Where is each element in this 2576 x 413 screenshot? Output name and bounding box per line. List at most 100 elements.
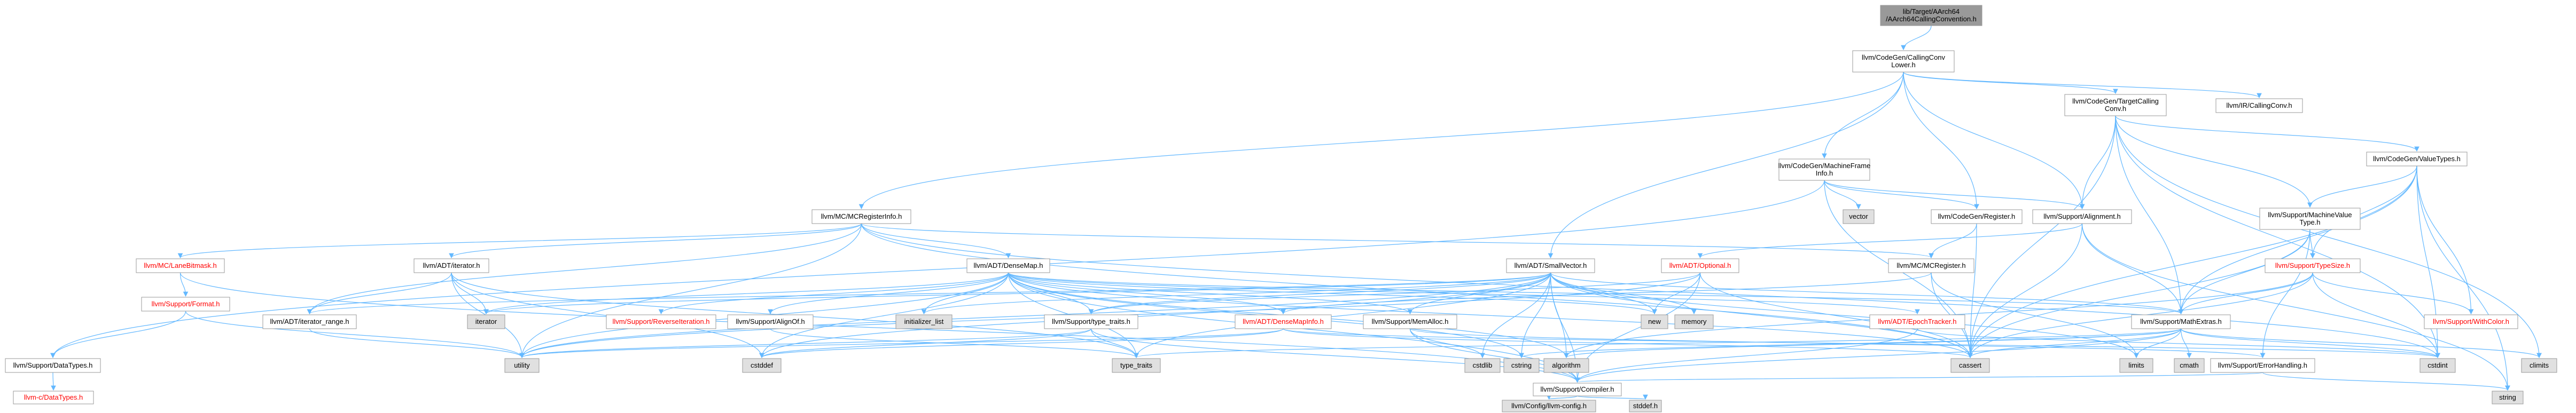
edge-cgregister-to-mcregister: [1929, 223, 1977, 259]
edge-callingconvlower-to-smallvector: [1548, 72, 1904, 259]
edge-mcreginfo-to-cassert: [861, 223, 1973, 359]
node-box: [606, 314, 716, 329]
node-label: cstring: [1511, 361, 1532, 369]
node-utility: utility: [504, 358, 540, 373]
node-lanebitmask[interactable]: llvm/MC/LaneBitmask.h: [136, 258, 225, 273]
edge-densemap-to-cassert: [1008, 272, 1973, 359]
edge-smallvector-to-limits: [1550, 272, 2139, 359]
edge-epochtracker-to-cstdint: [1917, 328, 2440, 359]
node-box: [1464, 358, 1501, 373]
edge-cgregister-to-cassert: [1968, 223, 1977, 359]
node-typesize[interactable]: llvm/Support/TypeSize.h: [2265, 258, 2361, 273]
edge-smallvector-to-cstdlib: [1480, 272, 1551, 359]
edge-compiler-to-llvmconfig: [1546, 394, 1578, 400]
node-typetraits[interactable]: llvm/Support/type_traits.h: [1044, 314, 1138, 329]
edge-smallvector-to-memory: [1550, 272, 1697, 315]
node-mcregister[interactable]: llvm/MC/MCRegister.h: [1888, 258, 1974, 273]
node-irCallingConv[interactable]: llvm/IR/CallingConv.h: [2215, 98, 2303, 113]
edge-alignment-to-cassert: [1968, 223, 2083, 359]
node-box: [141, 297, 230, 312]
node-label: llvm/ADT/SmallVector.h: [1515, 261, 1587, 269]
node-box: [504, 358, 540, 373]
node-smallvector[interactable]: llvm/ADT/SmallVector.h: [1506, 258, 1595, 273]
node-box: [1235, 314, 1332, 329]
node-withcolor[interactable]: llvm/Support/WithColor.h: [2424, 314, 2518, 329]
node-datatypes[interactable]: llvm/Support/DataTypes.h: [5, 358, 101, 373]
node-label: iterator: [475, 317, 497, 325]
node-valuetypes[interactable]: llvm/CodeGen/ValueTypes.h: [2366, 152, 2468, 166]
node-cdatatypes[interactable]: llvm-c/DataTypes.h: [13, 391, 94, 404]
node-label: lib/Target/AArch64: [1903, 7, 1960, 15]
node-densemap[interactable]: llvm/ADT/DenseMap.h: [966, 258, 1050, 273]
node-mcreginfo[interactable]: llvm/MC/MCRegisterInfo.h: [811, 209, 911, 224]
node-box: [1950, 358, 1990, 373]
edge-machineframeinfo-to-alignment: [1824, 180, 2085, 210]
node-label: cstdlib: [1473, 361, 1493, 369]
node-box: [1641, 314, 1668, 329]
node-epochtracker[interactable]: llvm/ADT/EpochTracker.h: [1869, 314, 1965, 329]
node-label: type_traits: [1120, 361, 1152, 369]
node-adtiterator[interactable]: llvm/ADT/iterator.h: [413, 258, 489, 273]
edge-callingconvlower-to-targetcallingconv: [1903, 72, 2118, 94]
node-compiler[interactable]: llvm/Support/Compiler.h: [1533, 383, 1622, 396]
node-alignof[interactable]: llvm/Support/AlignOf.h: [727, 314, 814, 329]
node-label: stddef.h: [1633, 402, 1658, 410]
edge-iteratorrange-to-utility: [309, 328, 525, 359]
node-root[interactable]: lib/Target/AArch64/AArch64CallingConvent…: [1880, 5, 1982, 26]
edge-smallvector-to-memalloc: [1407, 272, 1551, 315]
node-densemapinfo[interactable]: llvm/ADT/DenseMapInfo.h: [1235, 314, 1332, 329]
edge-mcreginfo-to-mcregister: [861, 223, 1934, 259]
edge-machinevaluetype-to-typesize: [2309, 229, 2315, 259]
node-label: llvm/Config/llvm-config.h: [1511, 402, 1587, 410]
node-box: [467, 314, 505, 329]
node-optional[interactable]: llvm/ADT/Optional.h: [1661, 258, 1739, 273]
node-memalloc[interactable]: llvm/Support/MemAlloc.h: [1363, 314, 1457, 329]
node-box: [1044, 314, 1138, 329]
node-vector: vector: [1843, 209, 1875, 224]
edge-valuetypes-to-mathextras: [2178, 165, 2417, 315]
node-iteratorrange[interactable]: llvm/ADT/iterator_range.h: [262, 314, 357, 329]
node-cstdlib: cstdlib: [1464, 358, 1501, 373]
node-label: llvm/Support/DataTypes.h: [13, 361, 93, 369]
node-box: [413, 258, 489, 273]
edge-optional-to-typetraits: [1088, 272, 1701, 315]
edge-machineframeinfo-to-datatypes: [50, 180, 1825, 359]
node-box: [2265, 258, 2361, 273]
edge-callingconvlower-to-mcreginfo: [858, 72, 1904, 210]
edge-typetraits-to-typetraitsstd: [1090, 328, 1139, 359]
node-typetraitsstd: type_traits: [1112, 358, 1161, 373]
node-box: [2419, 358, 2456, 373]
edge-adtiterator-to-iterator: [451, 272, 489, 315]
edge-lanebitmask-to-supportformat: [179, 272, 189, 297]
node-label: llvm/MC/LaneBitmask.h: [144, 261, 217, 269]
node-box: [2424, 314, 2518, 329]
node-errorhandling[interactable]: llvm/Support/ErrorHandling.h: [2210, 358, 2315, 373]
node-box: [1543, 358, 1589, 373]
edge-supportformat-to-datatypes: [50, 311, 186, 359]
node-mathextras[interactable]: llvm/Support/MathExtras.h: [2131, 314, 2231, 329]
node-label: llvm/CodeGen/MachineFrame: [1778, 162, 1871, 170]
edge-mathextras-to-compiler: [1574, 328, 2182, 383]
node-alignment[interactable]: llvm/Support/Alignment.h: [2032, 209, 2132, 224]
edge-mathextras-to-cassert: [1968, 328, 2182, 359]
edge-typesize-to-withcolor: [2312, 272, 2474, 315]
edge-densemap-to-reverseiteration: [658, 272, 1009, 315]
edge-mcreginfo-to-utility: [519, 223, 862, 359]
node-reverseiteration[interactable]: llvm/Support/ReverseIteration.h: [606, 314, 716, 329]
edge-mcreginfo-to-cstdint: [861, 223, 2440, 359]
node-iterator: iterator: [467, 314, 505, 329]
edge-errorhandling-to-string: [2262, 372, 2510, 391]
node-label: llvm/ADT/EpochTracker.h: [1878, 317, 1957, 325]
node-box: [1931, 209, 2023, 224]
edge-errorhandling-to-compiler: [1575, 372, 2263, 383]
node-supportformat[interactable]: llvm/Support/Format.h: [141, 297, 230, 312]
edge-smallvector-to-typetraits: [1088, 272, 1551, 315]
node-cgregister[interactable]: llvm/CodeGen/Register.h: [1931, 209, 2023, 224]
node-box: [1533, 383, 1622, 396]
edge-smallvector-to-iteratorrange: [307, 272, 1551, 315]
edge-targetcallingconv-to-cstdint: [2115, 115, 2440, 359]
